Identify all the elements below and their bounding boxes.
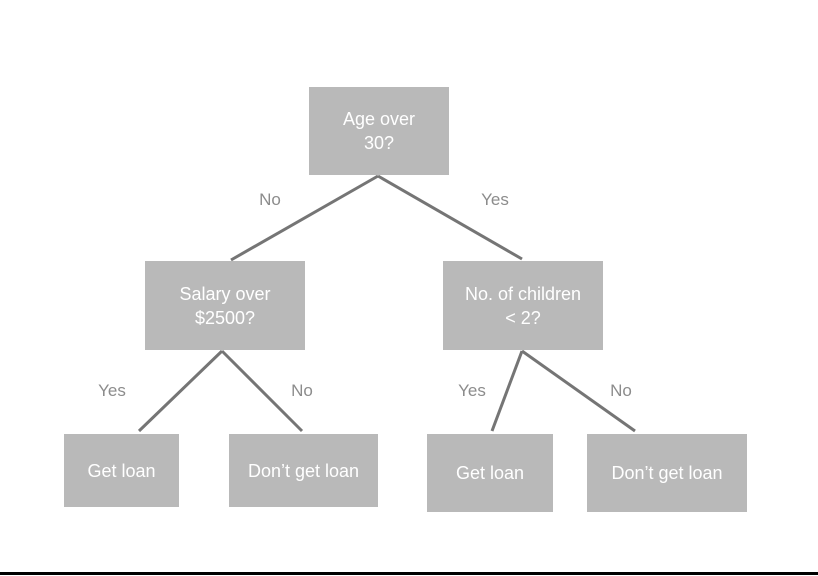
bottom-border-line [0,572,818,575]
edge-line-root-to-children [377,174,523,261]
edge-label-salary-yes: Yes [98,381,126,400]
edge-label-salary-no: No [291,381,313,400]
node-get-loan-left: Get loan [64,434,179,507]
edge-label-root-no: No [259,190,281,209]
edge-line-children-to-dont-get-loan [521,349,636,433]
node-salary-over-2500: Salary over $2500? [145,261,305,350]
edge-label-root-yes: Yes [481,190,509,209]
edge-line-salary-to-get-loan [137,349,224,433]
edge-label-children-no: No [610,381,632,400]
node-number-of-children: No. of children < 2? [443,261,603,350]
edge-line-salary-to-dont-get-loan [220,349,304,433]
node-dont-get-loan-left: Don’t get loan [229,434,378,507]
edge-label-children-yes: Yes [458,381,486,400]
node-age-over-30: Age over 30? [309,87,449,175]
edge-line-children-to-get-loan [490,350,524,432]
edge-line-root-to-salary [230,174,379,262]
node-dont-get-loan-right: Don’t get loan [587,434,747,512]
node-get-loan-right: Get loan [427,434,553,512]
